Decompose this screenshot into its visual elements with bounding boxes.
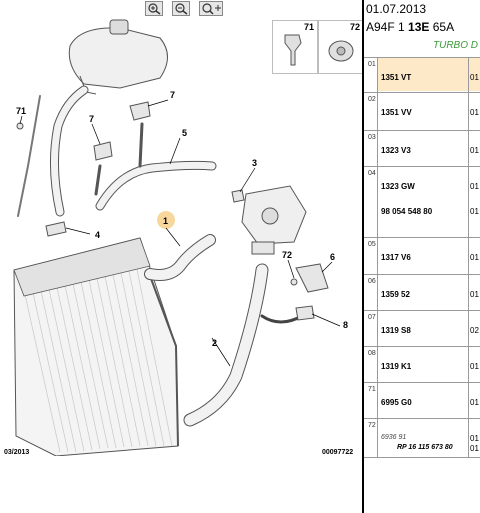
clip-3 <box>231 189 245 203</box>
header-code: A94F 1 13E 65A <box>366 20 455 34</box>
callout-7b: 7 <box>89 114 94 124</box>
clip-7b <box>93 141 113 161</box>
footer-ref: 00097722 <box>322 449 354 456</box>
callout-3: 3 <box>252 158 257 168</box>
inset-72[interactable]: 72 <box>318 20 364 74</box>
zoom-out-icon <box>175 3 188 15</box>
small-hose-8 <box>260 314 304 324</box>
clip-7a <box>129 101 151 121</box>
zoom-out-button[interactable] <box>172 1 190 16</box>
expansion-tank <box>68 19 168 95</box>
zoom-fit-icon <box>202 3 221 15</box>
zoom-in-icon <box>148 3 161 15</box>
cooling-hose-diagram[interactable]: 1 2 3 4 5 6 7 7 8 71 72 <box>0 16 362 456</box>
bleed-pipe-71 <box>17 95 41 217</box>
zoom-fit-button[interactable] <box>199 1 223 16</box>
callout-1: 1 <box>163 216 168 226</box>
radiator <box>13 237 179 456</box>
callout-4: 4 <box>95 230 100 240</box>
callout-1-highlight <box>157 211 175 229</box>
callout-7a: 7 <box>170 90 175 100</box>
plug-icon <box>328 40 354 62</box>
footer-date: 03/2013 <box>4 449 30 456</box>
callout-71: 71 <box>16 106 26 116</box>
callout-5: 5 <box>182 128 187 138</box>
inset-71[interactable]: 71 <box>272 20 318 74</box>
zoom-in-button[interactable] <box>145 1 163 16</box>
screw-72 <box>290 278 298 286</box>
thermostat-housing <box>241 185 307 255</box>
header-date: 01.07.2013 <box>366 2 427 16</box>
inset-71-label: 71 <box>303 22 314 32</box>
parts-panel <box>362 0 480 513</box>
selected-row-highlight <box>378 58 470 91</box>
header-category: TURBO D <box>433 40 478 51</box>
callout-8: 8 <box>343 320 348 330</box>
callout-72: 72 <box>282 250 292 260</box>
bleed-screw-icon <box>284 34 302 66</box>
inset-72-label: 72 <box>349 22 360 32</box>
bracket-6 <box>295 263 329 293</box>
clip-4 <box>45 221 67 237</box>
callout-2: 2 <box>212 338 217 348</box>
clip-8 <box>295 305 315 321</box>
callout-6: 6 <box>330 252 335 262</box>
